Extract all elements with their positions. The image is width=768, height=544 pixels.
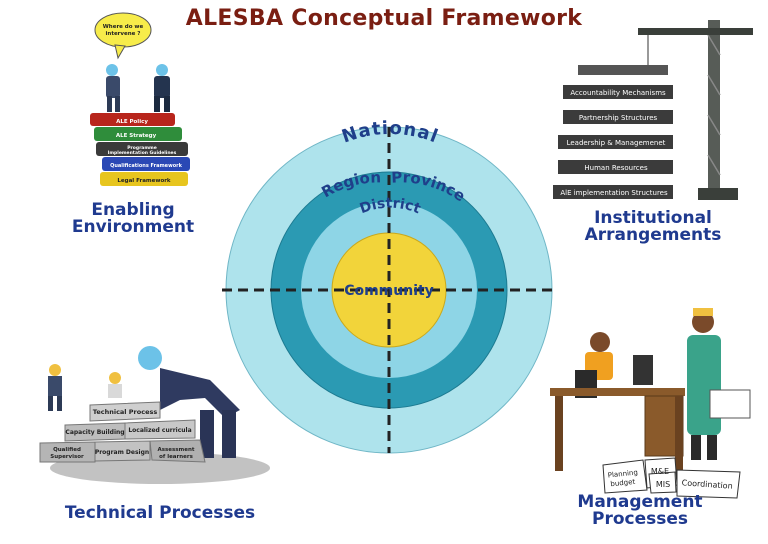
svg-text:Program Design: Program Design xyxy=(95,449,149,456)
svg-text:MIS: MIS xyxy=(656,480,670,489)
speech-bubble xyxy=(94,12,152,48)
building-floors: Accountability Mechanisms Partnership St… xyxy=(553,65,673,199)
process-blocks: Technical Process Capacity Building Loca… xyxy=(39,401,206,463)
svg-text:Human Resources: Human Resources xyxy=(584,164,648,172)
institutional-arrangements-illustration: Accountability Mechanisms Partnership St… xyxy=(553,20,753,200)
svg-text:Technical Process: Technical Process xyxy=(93,408,158,416)
svg-text:Programme: Programme xyxy=(127,145,157,151)
enabling-caption: Enabling Environment xyxy=(71,200,195,237)
svg-text:Qualifications Framework: Qualifications Framework xyxy=(110,163,183,169)
technical-caption: Technical Processes xyxy=(64,503,256,523)
svg-text:AlE implementation Structures: AlE implementation Structures xyxy=(560,189,668,197)
svg-text:Partnership Structures: Partnership Structures xyxy=(579,114,658,122)
label-district: District xyxy=(358,196,423,218)
svg-text:ALE Policy: ALE Policy xyxy=(116,119,148,125)
svg-text:Legal Framework: Legal Framework xyxy=(117,178,171,184)
svg-text:budget: budget xyxy=(610,478,636,489)
svg-text:Implementation Guidelines: Implementation Guidelines xyxy=(108,150,177,156)
svg-text:Coordination: Coordination xyxy=(681,478,733,491)
crane-icon xyxy=(638,20,753,200)
svg-text:Qualified: Qualified xyxy=(53,447,81,453)
enabling-environment-illustration: Where do we intervene ? ALE Policy ALE S… xyxy=(90,12,190,186)
management-caption: Management Processes xyxy=(577,492,703,529)
svg-text:M&E: M&E xyxy=(651,467,669,476)
svg-text:Localized curricula: Localized curricula xyxy=(128,427,191,434)
svg-text:Planning: Planning xyxy=(607,468,638,479)
svg-text:Capacity Building: Capacity Building xyxy=(65,429,124,436)
papers-on-floor: Planning budget M&E MIS Coordination xyxy=(602,457,741,499)
main-worker-icon xyxy=(138,346,240,458)
svg-text:Assessment: Assessment xyxy=(157,447,194,453)
svg-text:Leadership & Managemenet: Leadership & Managemenet xyxy=(567,139,666,147)
person-left-icon xyxy=(106,64,120,112)
management-processes-illustration: Planning budget M&E MIS Coordination xyxy=(550,308,751,499)
svg-text:Accountability Mechanisms: Accountability Mechanisms xyxy=(570,89,666,97)
books-stack: ALE Policy ALE Strategy Programme Implem… xyxy=(90,113,190,186)
label-community: Community xyxy=(344,283,434,299)
small-worker-icon xyxy=(48,364,62,411)
small-worker-icon xyxy=(108,372,122,398)
standing-person-icon xyxy=(687,308,751,460)
svg-text:ALE Strategy: ALE Strategy xyxy=(116,133,157,139)
person-right-icon xyxy=(154,64,170,112)
svg-text:Supervisor: Supervisor xyxy=(50,454,84,460)
diagram-title: ALESBA Conceptual Framework xyxy=(185,6,583,31)
institutional-caption: Institutional Arrangements xyxy=(584,208,722,245)
technical-processes-illustration: Technical Process Capacity Building Loca… xyxy=(39,346,270,484)
svg-text:intervene ?: intervene ? xyxy=(106,31,141,37)
svg-text:of learners: of learners xyxy=(159,454,193,460)
desk-icon xyxy=(550,355,685,471)
svg-text:Where do we: Where do we xyxy=(103,24,144,30)
